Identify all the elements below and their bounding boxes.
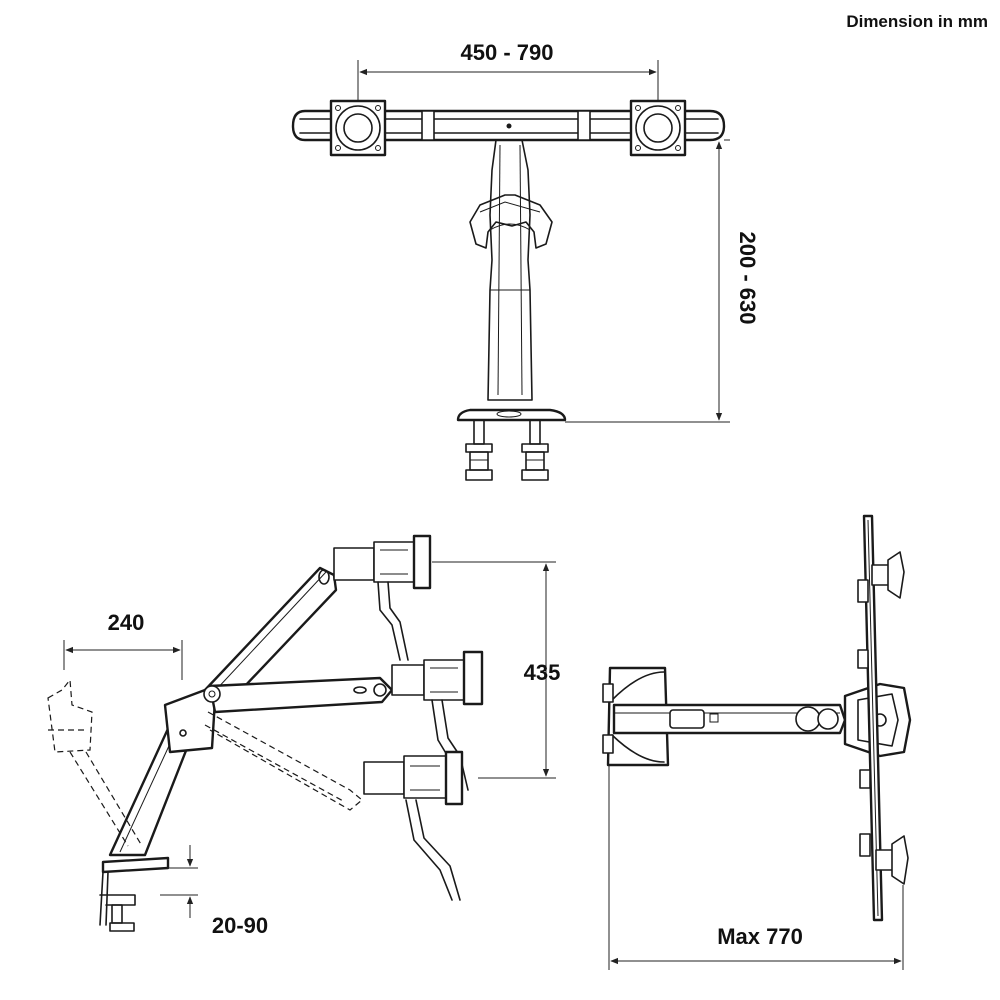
units-note: Dimension in mm xyxy=(846,12,988,31)
vertical-travel-dimension-label: 435 xyxy=(524,660,561,685)
right-vesa-plate xyxy=(629,99,687,157)
width-dimension-label: 450 - 790 xyxy=(461,40,554,65)
left-vesa-plate xyxy=(329,99,387,157)
reach-dimension-label: 240 xyxy=(108,610,145,635)
max-extension-dimension-label: Max 770 xyxy=(717,924,803,949)
side-view: 240 435 20-90 xyxy=(47,534,561,938)
top-view: Max 770 xyxy=(602,514,912,970)
clamp-thickness-dimension-label: 20-90 xyxy=(212,913,268,938)
height-dimension-label: 200 - 630 xyxy=(735,232,760,325)
front-view: 450 - 790 200 - 630 xyxy=(291,40,760,481)
